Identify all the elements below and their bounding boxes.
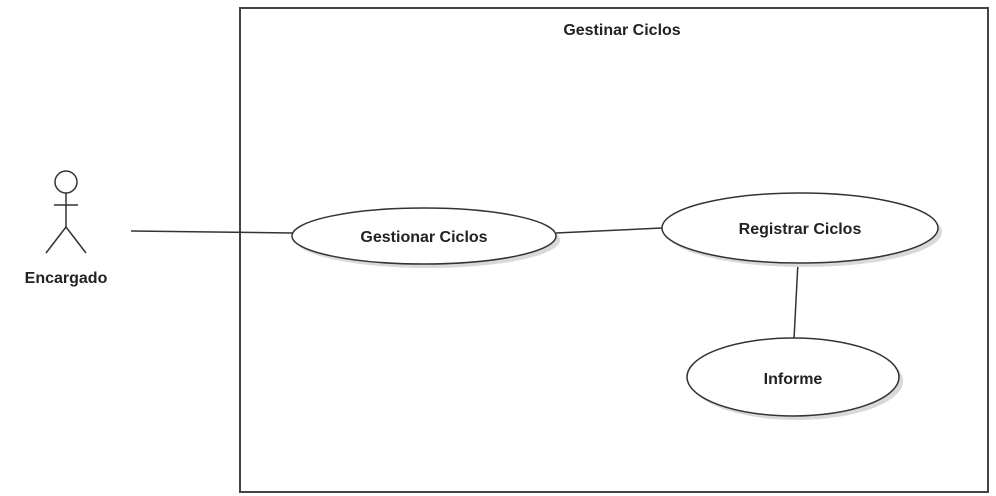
use-case-registrar-ciclos[interactable]: Registrar Ciclos — [661, 192, 942, 267]
use-case-informe[interactable]: Informe — [686, 337, 903, 420]
use-case-gestionar-ciclos[interactable]: Gestionar Ciclos — [291, 207, 560, 268]
actor-encargado[interactable]: Encargado — [25, 170, 108, 287]
association-registrar-informe[interactable] — [793, 261, 799, 340]
use-case-label: Informe — [764, 371, 823, 388]
use-case-label: Registrar Ciclos — [739, 221, 862, 238]
use-case-label: Gestionar Ciclos — [360, 229, 487, 246]
use-case-ellipse — [291, 207, 557, 265]
association-gestionar-registrar[interactable] — [555, 227, 663, 234]
association-actor-gestionar[interactable] — [130, 230, 294, 234]
actor-label: Encargado — [25, 270, 108, 287]
system-boundary-title: Gestinar Ciclos — [563, 22, 680, 39]
actor-figure-icon — [45, 170, 87, 254]
use-case-ellipse — [661, 192, 939, 264]
use-case-ellipse — [686, 337, 900, 417]
